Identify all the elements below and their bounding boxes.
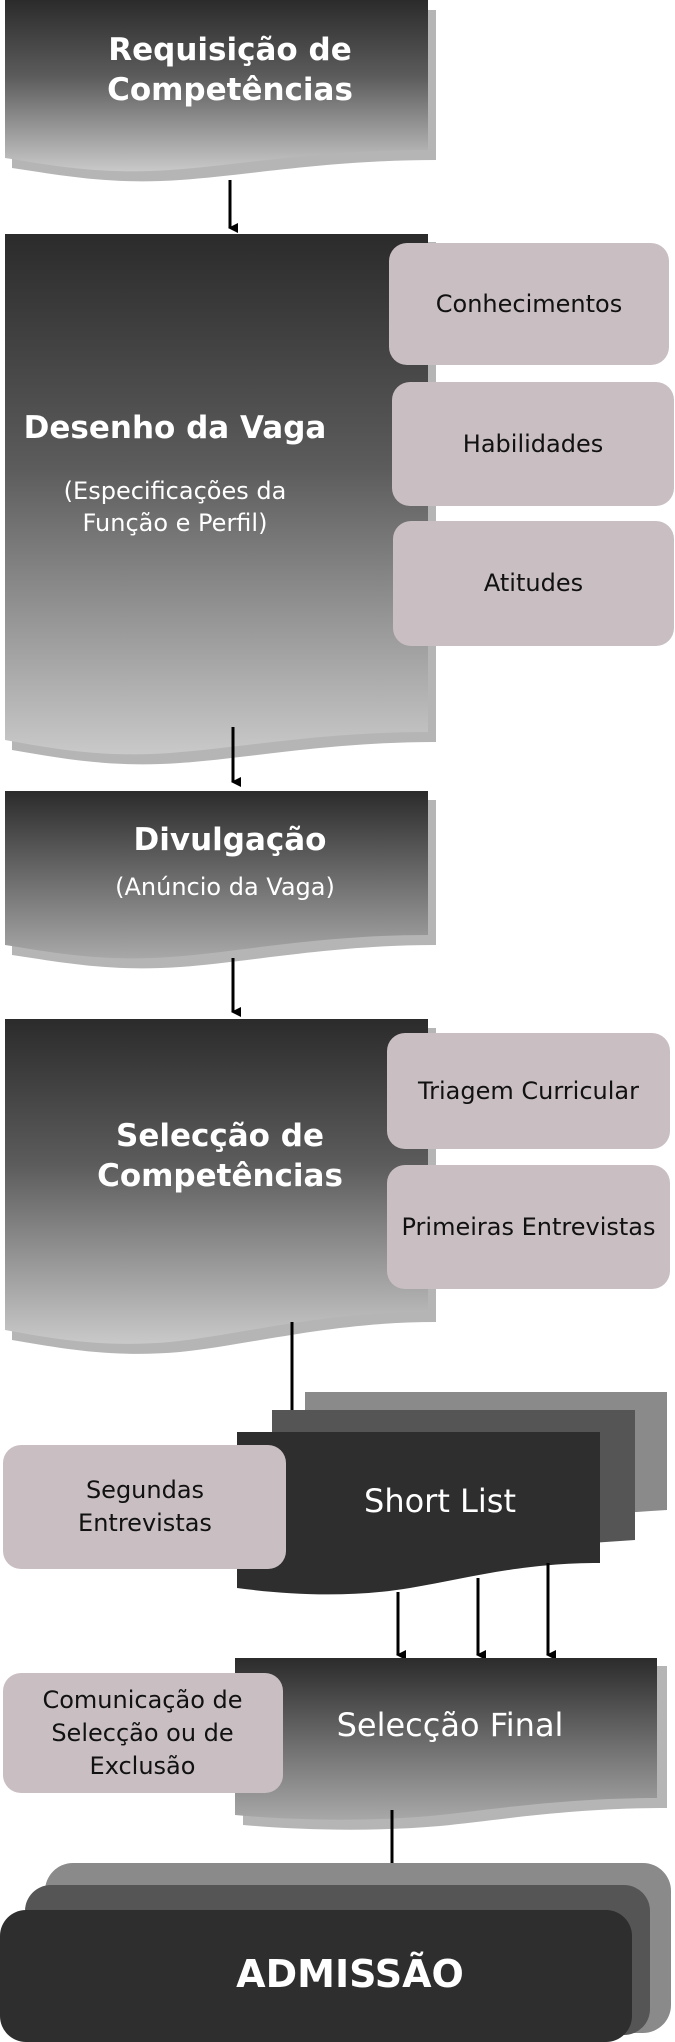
- seleccao-title: Selecção de Competências: [97, 1118, 343, 1194]
- box-comunicacao-bg: [3, 1673, 283, 1793]
- box-atitudes: Atitudes: [483, 569, 584, 597]
- box-segundas: Segundas Entrevistas: [78, 1476, 212, 1537]
- seleccao-shape: [5, 1019, 428, 1344]
- desenho-shape: [5, 234, 428, 755]
- final-title: Selecção Final: [336, 1706, 564, 1744]
- final-shape: [235, 1658, 657, 1820]
- admissao-title: ADMISSÃO: [236, 1952, 464, 1996]
- divulgacao-subtitle: (Anúncio da Vaga): [115, 873, 335, 901]
- desenho-title: Desenho da Vaga: [23, 410, 327, 446]
- requisicao-title: Requisição de Competências: [107, 32, 353, 108]
- box-segundas-bg: [3, 1445, 286, 1569]
- box-triagem: Triagem Curricular: [418, 1076, 639, 1105]
- box-habilidades: Habilidades: [462, 429, 604, 458]
- shortlist-front: [237, 1432, 600, 1595]
- box-atitudes-bg: [393, 521, 674, 646]
- divulgacao-shape: [5, 791, 428, 959]
- shortlist-title: Short List: [364, 1482, 516, 1520]
- box-primeiras-bg: [387, 1165, 670, 1289]
- box-habilidades-bg: [392, 382, 674, 506]
- desenho-subtitle: (Especificações da Função e Perfil): [63, 477, 287, 537]
- divulgacao-title: Divulgação: [133, 822, 327, 858]
- requisicao-shape: [5, 0, 428, 172]
- box-conhecimentos-bg: [389, 243, 669, 365]
- box-triagem-bg: [387, 1033, 670, 1149]
- admissao-front: [0, 1910, 632, 2042]
- box-comunicacao: Comunicação de Selecção ou de Exclusão: [42, 1685, 243, 1780]
- box-primeiras: Primeiras Entrevistas: [401, 1212, 656, 1241]
- box-conhecimentos: Conhecimentos: [435, 289, 623, 318]
